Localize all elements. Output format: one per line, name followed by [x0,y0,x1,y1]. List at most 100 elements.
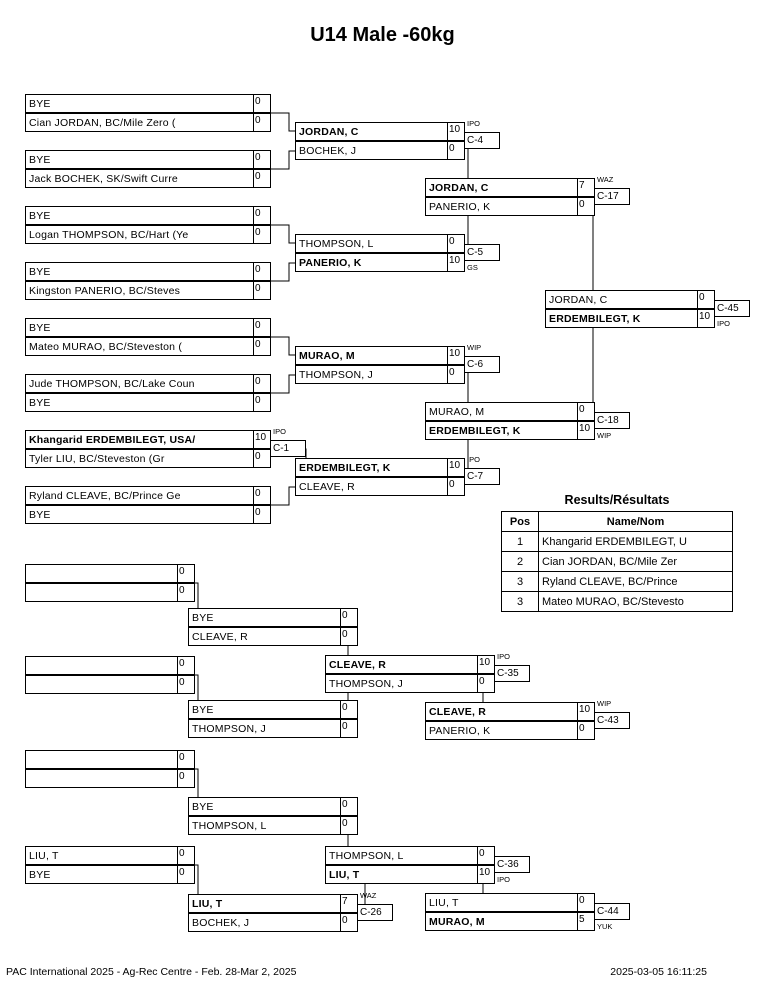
contest-code: C-4 [464,132,500,149]
competitor-name: Logan THOMPSON, BC/Hart (Ye [29,229,189,241]
competitor-name: ERDEMBILEGT, K [549,313,641,325]
competitor-name: THOMPSON, L [192,820,267,832]
bracket-connector [271,112,295,132]
competitor-score: 0 [177,675,197,694]
competitor-score: 0 [340,913,360,932]
competitor-score: 0 [447,141,467,160]
competitor-score: 0 [577,402,597,421]
results-row: 3 Ryland CLEAVE, BC/Prince [501,571,733,592]
competitor-slot: 0 [25,583,195,602]
competitor-name: THOMPSON, L [329,850,404,862]
results-pos: 1 [501,531,539,552]
competitor-score: 0 [253,393,273,412]
competitor-name: MURAO, M [429,406,485,418]
page-title: U14 Male -60kg [310,24,455,46]
competitor-name: Kingston PANERIO, BC/Steves [29,285,181,297]
competitor-score: 0 [253,318,273,337]
competitor-score: 0 [177,583,197,602]
competitor-name: JORDAN, C [299,126,359,138]
competitor-name: THOMPSON, J [299,369,373,381]
competitor-name: BYE [29,397,51,409]
competitor-name: BYE [192,612,214,624]
competitor-score: 0 [340,797,360,816]
competitor-name: THOMPSON, J [192,723,266,735]
competitor-name: Ryland CLEAVE, BC/Prince Ge [29,490,181,502]
win-method-tag: IPO [717,319,730,328]
competitor-name: Khangarid ERDEMBILEGT, USA/ [29,434,196,446]
win-method-tag: IPO [273,427,286,436]
contest-code: C-43 [594,712,630,729]
contest-code: C-44 [594,903,630,920]
competitor-score: 0 [253,94,273,113]
competitor-slot: Cian JORDAN, BC/Mile Zero (0 [25,113,271,132]
contest-code: C-7 [464,468,500,485]
results-panel: Results/Résultats Pos Name/Nom 1 Khangar… [501,493,733,612]
competitor-name: LIU, T [329,869,360,881]
results-name: Cian JORDAN, BC/Mile Zer [538,551,733,572]
competitor-score: 0 [253,206,273,225]
competitor-score: 0 [697,290,717,309]
competitor-name: THOMPSON, L [299,238,374,250]
competitor-score: 10 [577,421,597,440]
win-method-tag: IPO [497,652,510,661]
competitor-score: 10 [577,702,597,721]
competitor-name: MURAO, M [299,350,355,362]
bracket-connector [271,150,295,170]
competitor-slot: 0 [25,564,195,583]
contest-code: C-26 [357,904,393,921]
win-method-tag: WAZ [597,175,614,184]
competitor-slot: Khangarid ERDEMBILEGT, USA/10 [25,430,271,449]
results-header-row: Pos Name/Nom [501,511,733,532]
competitor-slot: Mateo MURAO, BC/Steveston (0 [25,337,271,356]
competitor-name: CLEAVE, R [429,706,487,718]
competitor-name: BYE [192,704,214,716]
competitor-score: 0 [177,656,197,675]
competitor-name: BYE [29,210,51,222]
competitor-score: 0 [447,477,467,496]
contest-code: C-6 [464,356,500,373]
bracket-connector [271,374,295,394]
win-method-tag: IPO [497,875,510,884]
competitor-name: LIU, T [429,897,459,909]
competitor-score: 0 [577,721,597,740]
competitor-slot: MURAO, M 0 [425,402,595,421]
win-method-tag: IPO [467,119,480,128]
competitor-score: 0 [177,865,197,884]
contest-code: C-45 [714,300,750,317]
contest-code: C-1 [270,440,306,457]
contest-code: C-5 [464,244,500,261]
competitor-name: Tyler LIU, BC/Steveston (Gr [29,453,165,465]
footer-timestamp: 2025-03-05 16:11:25 [610,966,707,978]
competitor-name: Jack BOCHEK, SK/Swift Curre [29,173,178,185]
competitor-score: 0 [177,564,197,583]
contest-code: C-17 [594,188,630,205]
competitor-name: Jude THOMPSON, BC/Lake Coun [29,378,195,390]
competitor-score: 10 [477,655,497,674]
competitor-score: 7 [577,178,597,197]
competitor-score: 0 [340,816,360,835]
